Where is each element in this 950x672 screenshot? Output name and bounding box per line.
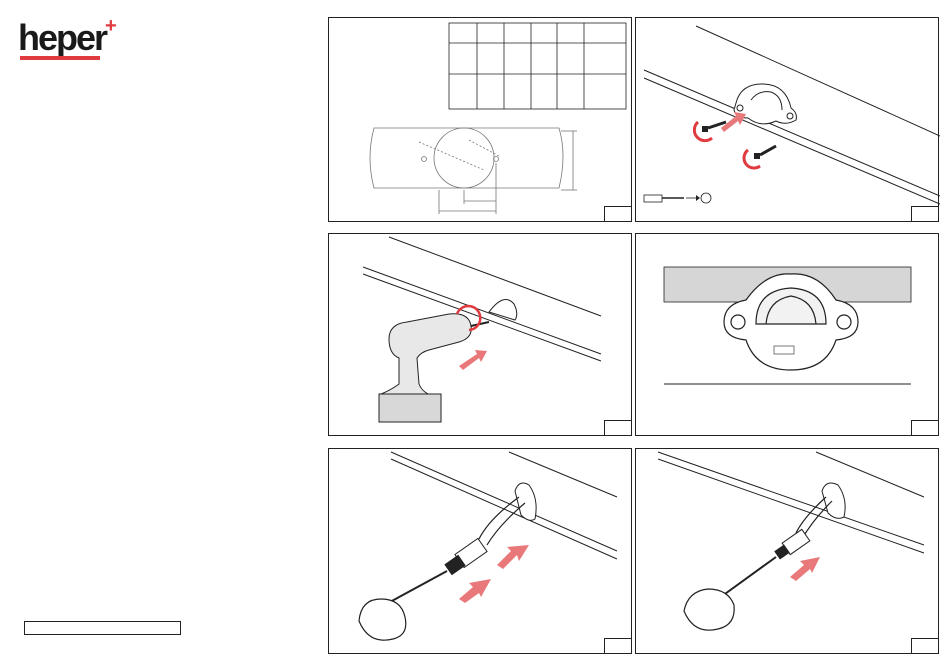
step-number-box: [604, 206, 631, 221]
step-number-box: [911, 638, 938, 653]
panel-step-4-front-view: [635, 233, 939, 436]
step-number-box: [911, 420, 938, 435]
socket-front-drawing: [636, 234, 940, 437]
step-number-box: [604, 420, 631, 435]
panel-step-3-drill: [328, 233, 632, 436]
panel-step-1-template: [328, 17, 632, 222]
screw-drawing: [636, 18, 940, 223]
logo-wordmark: heper: [18, 20, 106, 56]
heper-logo: heper +: [18, 16, 128, 62]
template-drawing: [329, 18, 633, 223]
connector-inserted-drawing: [636, 449, 940, 655]
step-number-box: [911, 206, 938, 221]
drill-drawing: [329, 234, 633, 437]
document-code-box: [24, 621, 181, 635]
panel-step-2-screw: [635, 17, 939, 222]
logo-plus-mark: +: [105, 16, 117, 36]
panel-step-5-connector: [328, 448, 632, 654]
connector-drawing: [329, 449, 633, 655]
panel-step-6-connector-inserted: [635, 448, 939, 654]
step-number-box: [604, 638, 631, 653]
logo-underline: [20, 56, 100, 60]
